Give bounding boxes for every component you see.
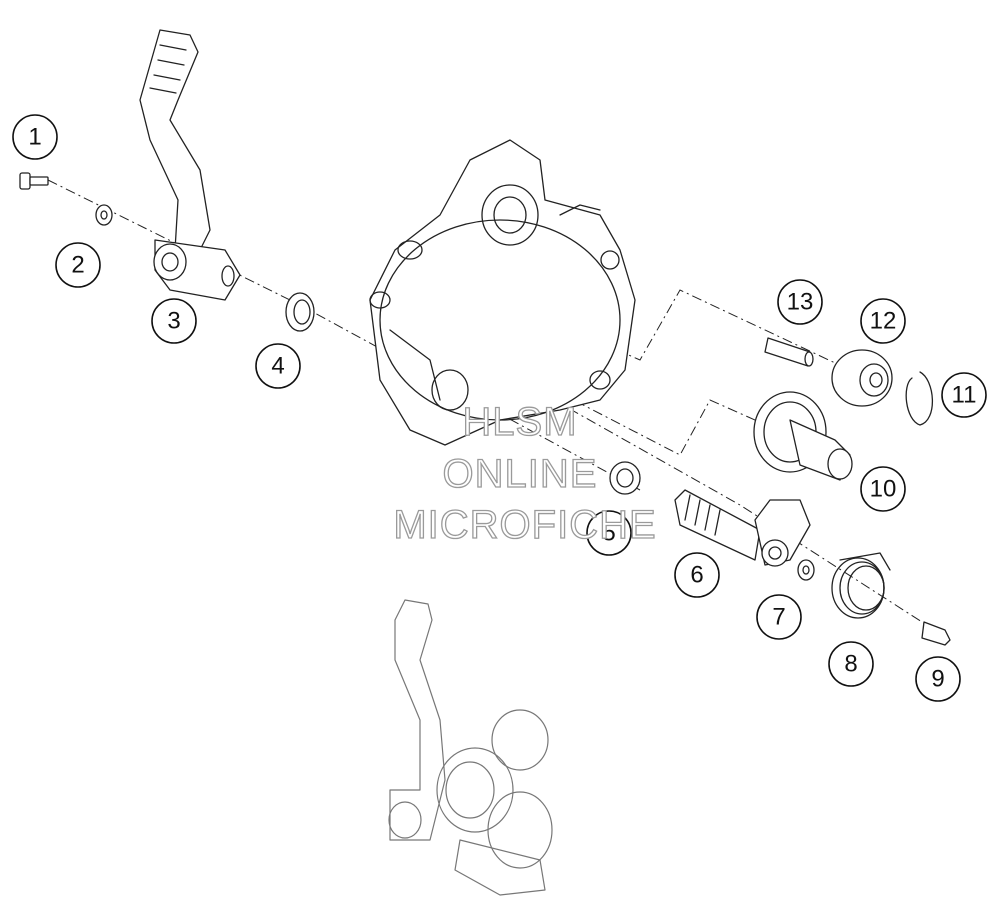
svg-text:4: 4 <box>271 353 284 380</box>
svg-text:9: 9 <box>931 666 944 693</box>
part-screw <box>19 172 49 190</box>
part-bushing-pin <box>764 337 814 367</box>
callout-1: 1 <box>12 114 58 160</box>
part-idler-gear <box>831 349 893 407</box>
svg-text:2: 2 <box>71 252 84 279</box>
part-spring-washer <box>797 559 815 581</box>
callout-3: 3 <box>151 298 197 344</box>
part-clutch-cover <box>369 139 636 446</box>
part-pin <box>921 621 951 646</box>
part-kick-starter-spring <box>831 552 891 619</box>
watermark-line-2: ONLINE <box>442 451 598 496</box>
callout-8: 8 <box>828 641 874 687</box>
callout-10: 10 <box>860 466 906 512</box>
part-kick-starter-lever <box>139 29 241 301</box>
svg-text:11: 11 <box>952 382 977 409</box>
part-oil-seal <box>285 292 315 332</box>
watermark-line-3: MICROFICHE <box>393 502 657 547</box>
svg-text:13: 13 <box>787 289 814 316</box>
svg-text:5: 5 <box>602 520 615 547</box>
callout-4: 4 <box>255 343 301 389</box>
part-washer <box>95 204 113 226</box>
callout-2: 2 <box>55 242 101 288</box>
svg-text:10: 10 <box>870 476 897 503</box>
callout-6: 6 <box>674 552 720 598</box>
watermark-line-1: HLSM <box>462 399 578 444</box>
callout-13: 13 <box>777 279 823 325</box>
svg-text:1: 1 <box>28 124 41 151</box>
part-kick-starter-shaft <box>674 489 811 567</box>
callout-9: 9 <box>915 656 961 702</box>
assembled-preview <box>388 599 553 896</box>
part-shaft-washer <box>609 461 641 495</box>
svg-text:7: 7 <box>772 604 785 631</box>
axis-idler-gear-12 <box>469 284 851 371</box>
svg-text:8: 8 <box>844 651 857 678</box>
part-intermediate-gear <box>753 391 853 481</box>
svg-text:12: 12 <box>870 308 897 335</box>
callout-11: 11 <box>941 372 987 418</box>
callout-12: 12 <box>860 298 906 344</box>
axis-kick-shaft <box>429 329 951 641</box>
callout-5: 5 <box>586 510 632 556</box>
svg-text:6: 6 <box>690 562 703 589</box>
part-circlip <box>905 371 933 426</box>
callout-7: 7 <box>756 594 802 640</box>
svg-text:3: 3 <box>167 308 180 335</box>
